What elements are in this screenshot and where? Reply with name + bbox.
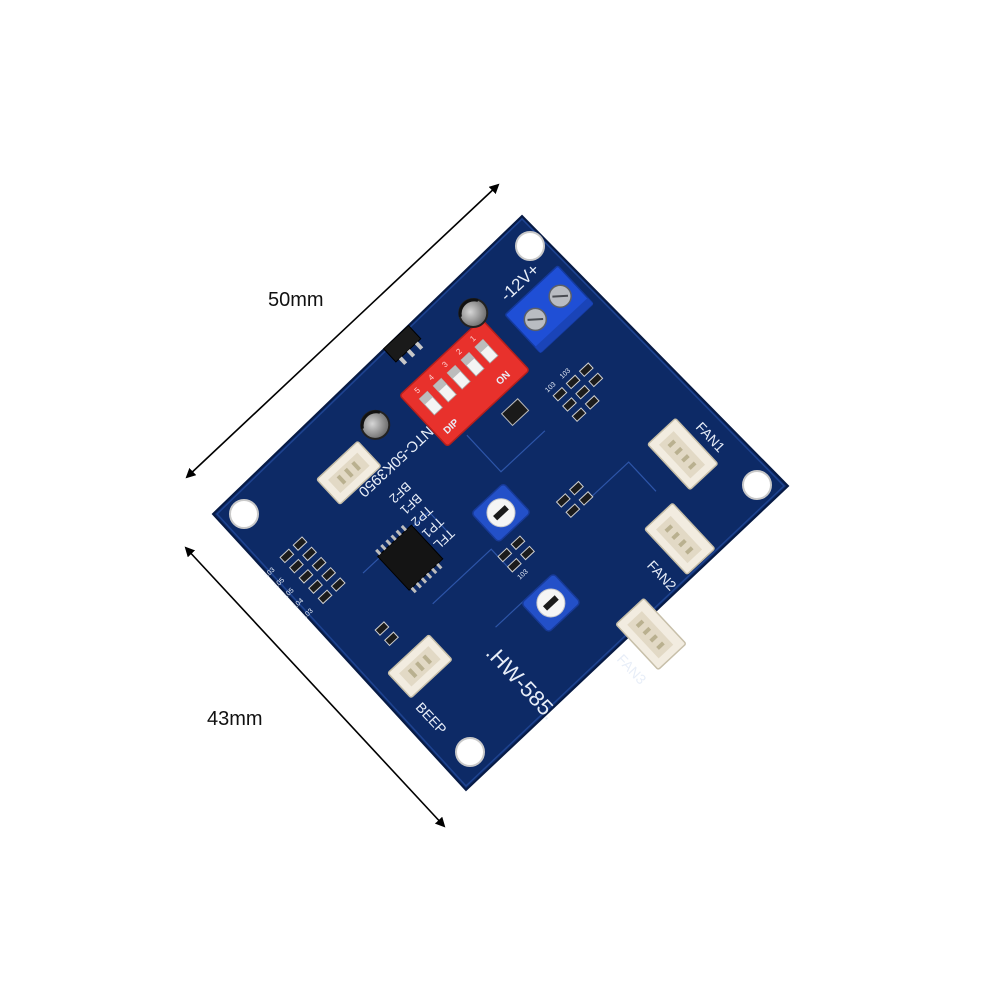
voltage-regulator xyxy=(382,324,424,366)
power-terminal-block[interactable] xyxy=(505,265,594,353)
microcontroller-chip xyxy=(375,524,444,594)
board-layout: DIP ON 5 4 3 2 1 -12V+ xyxy=(263,260,728,737)
fan-connector-2[interactable] xyxy=(644,503,715,575)
dip-switch-number: 5 xyxy=(413,385,423,395)
dip-switch-lever-tips xyxy=(419,339,489,405)
fan-label-3: FAN3 xyxy=(614,651,650,688)
buzzer-connector[interactable] xyxy=(387,634,452,698)
electrolytic-capacitor xyxy=(360,409,391,440)
sensor-connector[interactable] xyxy=(316,441,381,505)
electrolytic-capacitor xyxy=(458,297,489,328)
dip-switch-number: 4 xyxy=(427,372,437,382)
dimension-arrow-width xyxy=(185,183,500,479)
dip-switch[interactable]: DIP ON 5 4 3 2 1 xyxy=(400,319,530,447)
dip-switch-number: 2 xyxy=(454,346,464,356)
potentiometer[interactable] xyxy=(471,483,530,542)
dimension-arrow-height xyxy=(184,546,446,828)
smd-components-right: 103 103 xyxy=(500,362,604,427)
mounting-hole xyxy=(455,737,485,767)
dip-switch-number: 1 xyxy=(468,333,478,343)
fan-connector-1[interactable] xyxy=(647,418,718,490)
potentiometer[interactable] xyxy=(521,573,580,632)
mounting-hole xyxy=(742,470,772,500)
dimension-width-label: 50mm xyxy=(268,289,324,311)
smd-resistors xyxy=(279,536,346,605)
pcb-edge-highlight xyxy=(215,217,786,788)
dip-switch-number: 3 xyxy=(440,359,450,369)
fan-connector-3[interactable] xyxy=(616,598,686,670)
dimension-height-label: 43mm xyxy=(207,708,263,730)
mounting-hole xyxy=(229,499,259,529)
smd-components-bottom: 103 xyxy=(374,480,594,647)
mounting-hole xyxy=(515,231,545,261)
dip-switch-numbers: 5 4 3 2 1 xyxy=(413,333,478,395)
